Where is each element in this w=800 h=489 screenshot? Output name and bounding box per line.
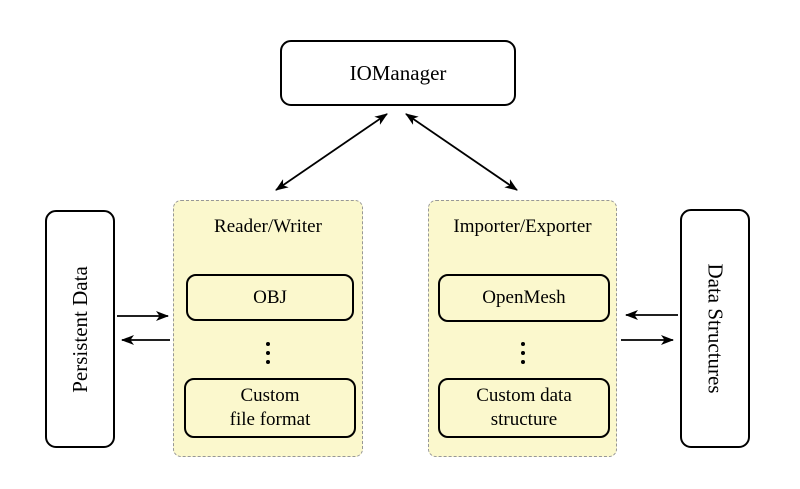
item-openmesh: OpenMesh <box>438 274 610 322</box>
panel-reader-writer: Reader/Writer OBJ Custom file format <box>173 200 363 457</box>
node-persistent-data-label: Persistent Data <box>67 265 92 393</box>
item-custom-file-format-line1: Custom <box>240 385 300 406</box>
item-obj: OBJ <box>186 274 354 321</box>
vertical-ellipsis-icon <box>520 342 525 364</box>
node-iomanager: IOManager <box>280 40 516 106</box>
panel-importer-exporter: Importer/Exporter OpenMesh Custom data s… <box>428 200 617 457</box>
item-custom-file-format-line2: file format <box>229 409 311 430</box>
item-custom-file-format: Custom file format <box>184 378 356 438</box>
connector-iomanager-importerexporter <box>405 113 518 191</box>
item-custom-data-structure: Custom data structure <box>438 378 610 438</box>
node-iomanager-label: IOManager <box>349 60 447 85</box>
item-custom-data-structure-line2: structure <box>490 409 558 430</box>
vertical-ellipsis-icon <box>266 342 270 364</box>
panel-reader-writer-title: Reader/Writer <box>214 216 322 237</box>
node-data-structures: Data Structures <box>680 209 750 448</box>
panel-importer-exporter-title: Importer/Exporter <box>453 216 592 237</box>
item-custom-data-structure-line1: Custom data <box>476 385 572 406</box>
node-data-structures-label: Data Structures <box>703 263 728 394</box>
connector-iomanager-readerwriter <box>275 113 388 191</box>
node-persistent-data: Persistent Data <box>45 210 115 448</box>
item-obj-label: OBJ <box>253 286 287 308</box>
item-openmesh-label: OpenMesh <box>482 287 566 308</box>
